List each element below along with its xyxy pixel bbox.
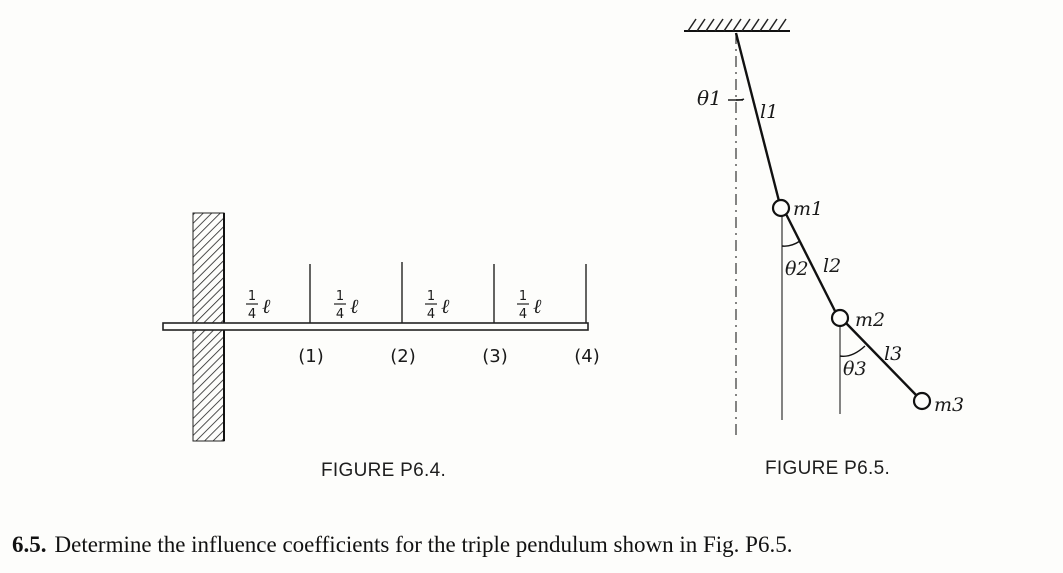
segment-symbol: ℓ <box>350 294 359 318</box>
segment-num: 1 <box>519 289 527 304</box>
station-label-1: (1) <box>298 346 324 367</box>
segment-label-2: 1 4 ℓ <box>334 289 359 322</box>
mass-2-bob <box>830 308 850 328</box>
angle-label-3: θ3 <box>843 358 867 380</box>
station-label-4: (4) <box>574 346 600 367</box>
figure-p64-caption: FIGURE P6.4. <box>321 460 447 481</box>
segment-den: 4 <box>248 307 256 322</box>
problem-number: 6.5. <box>12 532 47 557</box>
ceiling-hatch <box>687 18 787 32</box>
length-label-1: l1 <box>760 101 778 123</box>
segment-symbol: ℓ <box>533 294 542 318</box>
segment-den: 4 <box>336 307 344 322</box>
segment-num: 1 <box>427 289 435 304</box>
length-label-3: l3 <box>884 343 902 365</box>
problem-text: Determine the influence coefficients for… <box>54 532 793 557</box>
segment-num: 1 <box>336 289 344 304</box>
beam <box>162 322 589 331</box>
segment-symbol: ℓ <box>441 294 450 318</box>
problem-statement: 6.5. Determine the influence coefficients… <box>12 532 792 558</box>
segment-label-4: 1 4 ℓ <box>517 289 542 322</box>
mass-3-bob <box>912 391 932 411</box>
mass-label-1: m1 <box>793 198 823 220</box>
angle-label-1: θ1 <box>697 86 722 110</box>
station-label-2: (2) <box>390 346 416 367</box>
segment-symbol: ℓ <box>262 294 271 318</box>
segment-den: 4 <box>427 307 435 322</box>
mass-1-bob <box>771 198 791 218</box>
figure-p65-caption: FIGURE P6.5. <box>765 458 891 479</box>
mass-label-2: m2 <box>855 309 885 331</box>
link-1 <box>734 32 782 206</box>
segment-label-3: 1 4 ℓ <box>425 289 450 322</box>
station-label-3: (3) <box>482 346 508 367</box>
segment-den: 4 <box>519 307 527 322</box>
figure-p65: θ1 l1 m1 θ2 l2 m2 θ3 l3 m3 <box>684 18 964 436</box>
mass-label-3: m3 <box>934 394 964 416</box>
angle-arc-3 <box>839 345 866 357</box>
angle-arc-2 <box>781 240 801 247</box>
length-label-2: l2 <box>823 255 841 277</box>
link-2 <box>783 211 838 314</box>
link-3 <box>844 321 918 397</box>
angle-label-2: θ2 <box>785 258 809 280</box>
segment-num: 1 <box>248 289 256 304</box>
figure-p64: 1 4 ℓ 1 4 ℓ 1 4 ℓ 1 4 ℓ (1) (2) (3) (4) <box>162 212 600 442</box>
segment-label-1: 1 4 ℓ <box>246 289 271 322</box>
